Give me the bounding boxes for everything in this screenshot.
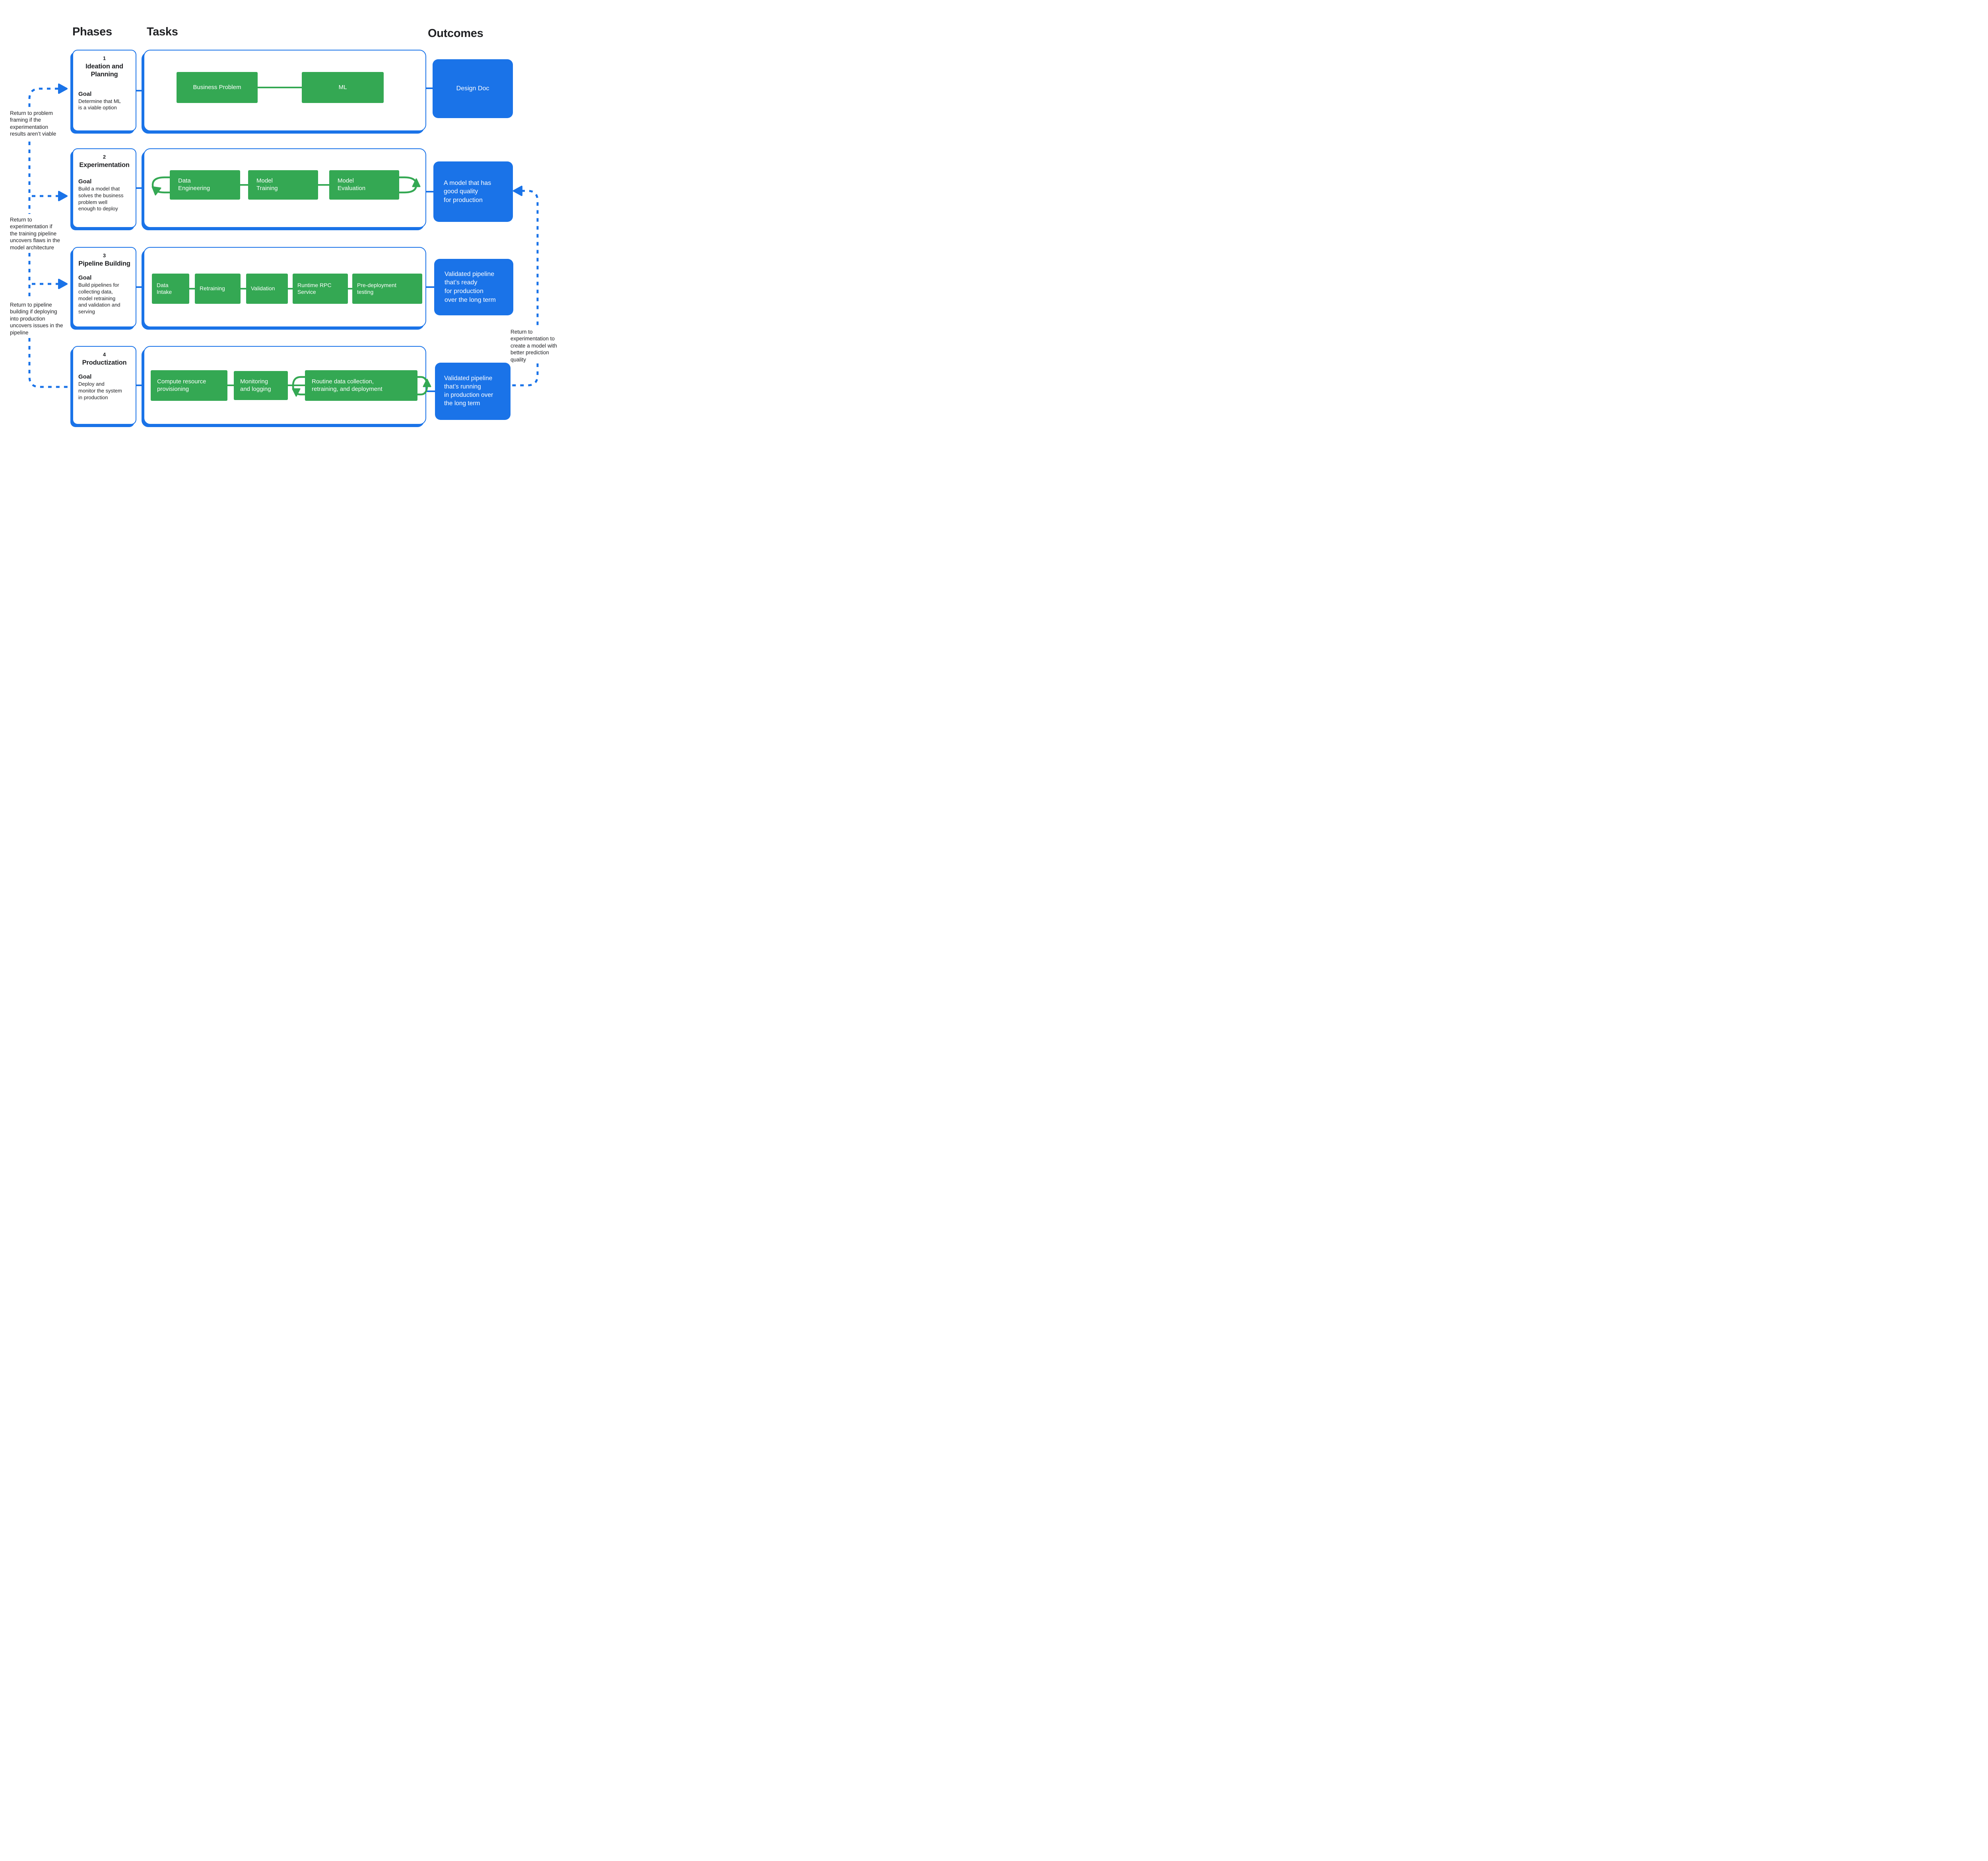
phase-title: Ideation and Planning xyxy=(85,63,123,78)
goal-label: Goal xyxy=(78,90,92,97)
phases-column-header: Phases xyxy=(72,25,112,38)
task-data-intake: Data Intake xyxy=(152,274,189,304)
phase-card-ideation-planning: 1 Ideation and Planning Goal Determine t… xyxy=(72,50,136,131)
phase-card-experimentation: 2 Experimentation Goal Build a model tha… xyxy=(72,148,136,228)
task-monitoring-and-logging: Monitoring and logging xyxy=(234,371,288,400)
goal-label: Goal xyxy=(78,373,92,380)
goal-label: Goal xyxy=(78,274,92,281)
task-business-problem: Business Problem xyxy=(177,72,258,103)
annotation-return-for-better-prediction: Return to experimentation to create a mo… xyxy=(511,329,557,363)
goal-text: Deploy and monitor the system in product… xyxy=(78,381,122,400)
task-retraining: Retraining xyxy=(195,274,241,304)
goal-text: Build pipelines for collecting data, mod… xyxy=(78,282,120,315)
task-data-engineering: Data Engineering xyxy=(170,170,240,200)
task-routine-data-collection: Routine data collection, retraining, and… xyxy=(305,370,417,401)
phase-title: Pipeline Building xyxy=(78,260,130,267)
tasks-column-header: Tasks xyxy=(147,25,178,38)
task-compute-resource-provisioning: Compute resource provisioning xyxy=(151,370,227,401)
annotation-return-to-problem-framing: Return to problem framing if the experim… xyxy=(10,110,56,137)
phase-number: 4 xyxy=(103,352,106,357)
annotation-return-to-pipeline-building: Return to pipeline building if deploying… xyxy=(10,302,63,336)
phase-title: Productization xyxy=(82,359,127,366)
right-return-arrowhead-icon xyxy=(513,186,522,196)
mlops-phases-diagram: Phases Tasks Outcomes xyxy=(0,0,564,465)
outcome-validated-pipeline-running: Validated pipeline that’s running in pro… xyxy=(435,363,511,420)
task-validation: Validation xyxy=(246,274,288,304)
phase-number: 3 xyxy=(103,253,106,258)
task-model-evaluation: Model Evaluation xyxy=(329,170,399,200)
task-ml: ML xyxy=(302,72,384,103)
goal-text: Build a model that solves the business p… xyxy=(78,185,124,212)
task-pre-deployment-testing: Pre-deployment testing xyxy=(352,274,422,304)
outcome-design-doc: Design Doc xyxy=(433,59,513,118)
outcomes-column-header: Outcomes xyxy=(428,27,483,40)
phase-number: 1 xyxy=(103,55,106,61)
outcome-validated-pipeline-ready: Validated pipeline that’s ready for prod… xyxy=(434,259,513,315)
task-model-training: Model Training xyxy=(248,170,318,200)
phase-card-pipeline-building: 3 Pipeline Building Goal Build pipelines… xyxy=(72,247,136,327)
phase-card-productization: 4 Productization Goal Deploy and monitor… xyxy=(72,346,136,425)
outcome-good-quality-model: A model that has good quality for produc… xyxy=(433,161,513,222)
goal-text: Determine that ML is a viable option xyxy=(78,98,121,111)
phase-title: Experimentation xyxy=(79,161,130,169)
phase-number: 2 xyxy=(103,154,106,160)
task-runtime-rpc-service: Runtime RPC Service xyxy=(293,274,348,304)
task-connectors xyxy=(189,87,352,386)
annotation-return-to-experimentation: Return to experimentation if the trainin… xyxy=(10,217,60,251)
goal-label: Goal xyxy=(78,178,92,185)
